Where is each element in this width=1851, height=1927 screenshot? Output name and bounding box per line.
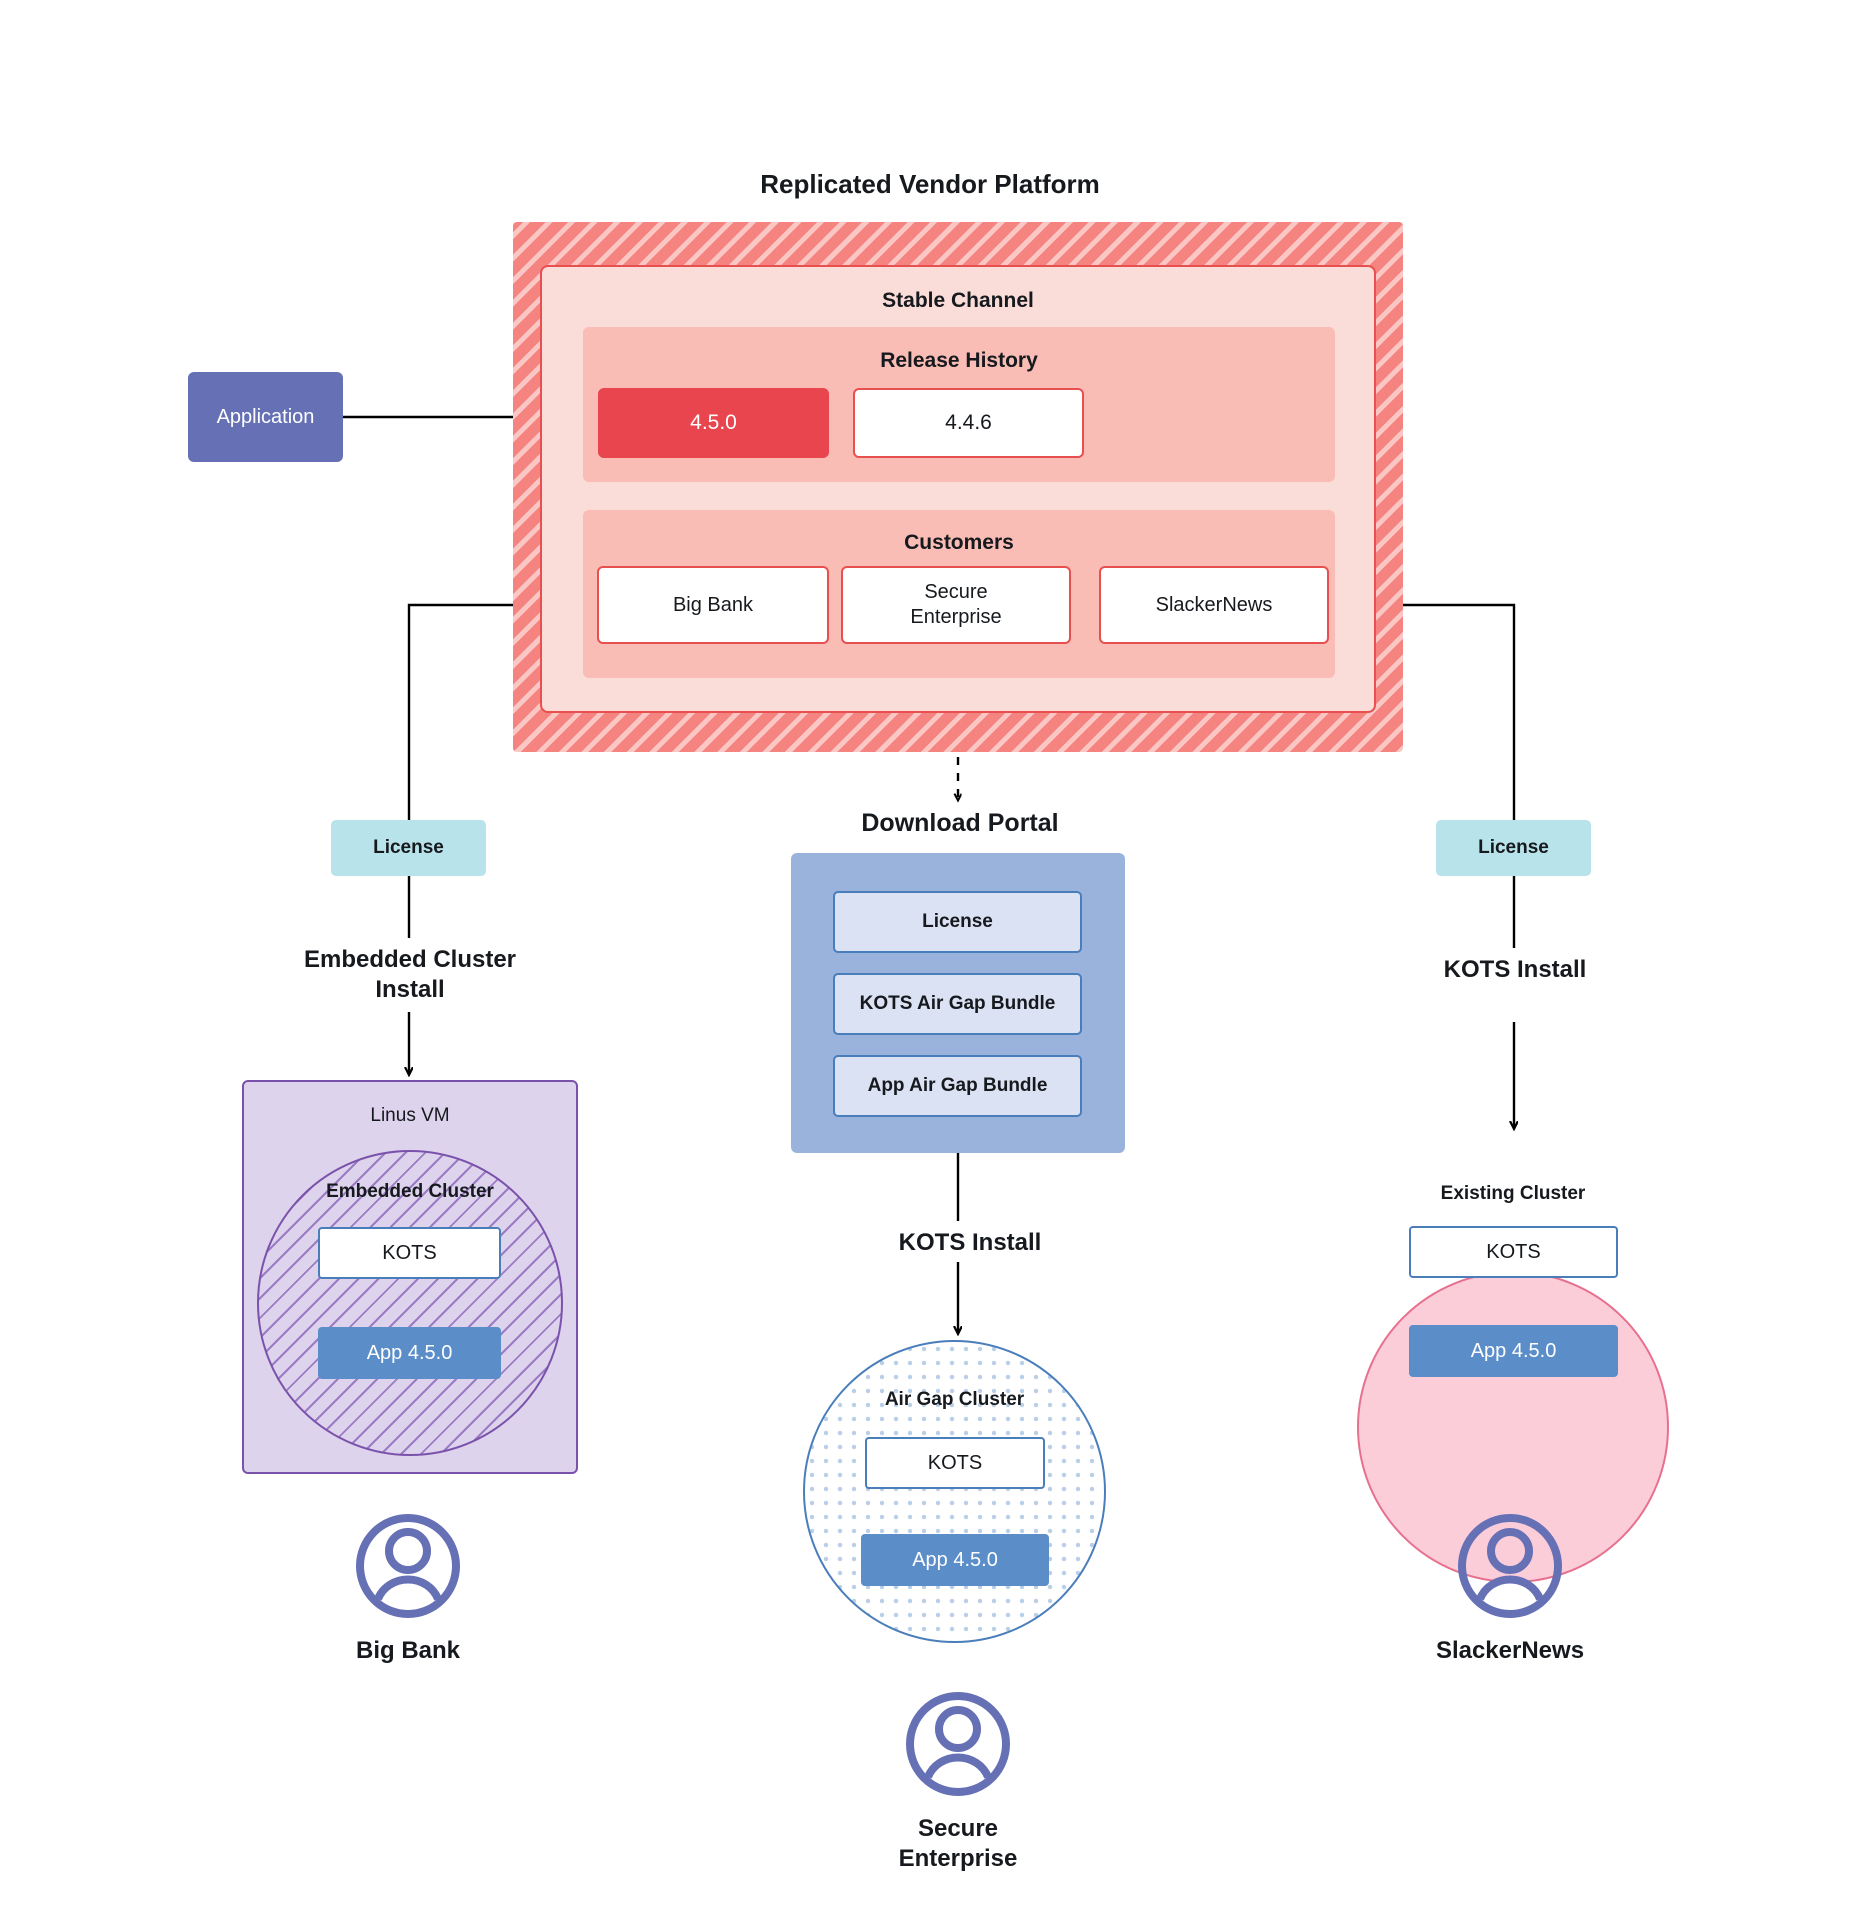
release-chip-previous[interactable]: 4.4.6 [853,388,1084,458]
download-portal-title: Download Portal [861,809,1059,837]
persona-big-bank: Big Bank [298,1512,518,1666]
flow-label-kots-install-center: KOTS Install [898,1229,1042,1256]
customer-chip-big-bank[interactable]: Big Bank [597,566,829,644]
linux-vm-title: Linus VM [370,1105,450,1126]
license-node-left[interactable]: License [331,820,486,876]
application-node[interactable]: Application [188,372,343,462]
app-node-existing[interactable]: App 4.5.0 [1409,1325,1618,1377]
kots-node-embedded[interactable]: KOTS [318,1227,501,1279]
customer-chip-slackernews[interactable]: SlackerNews [1099,566,1329,644]
embedded-cluster-container [257,1150,563,1456]
release-history-title: Release History [880,349,1038,372]
air-gap-cluster-title: Air Gap Cluster [884,1389,1025,1410]
app-node-embedded[interactable]: App 4.5.0 [318,1327,501,1379]
persona-label: Big Bank [355,1637,460,1664]
page-title: Replicated Vendor Platform [760,169,1100,199]
portal-item-kots-air-gap-bundle[interactable]: KOTS Air Gap Bundle [833,973,1082,1035]
stable-channel-title: Stable Channel [882,289,1034,312]
persona-slackernews: SlackerNews [1400,1512,1620,1666]
embedded-cluster-title: Embedded Cluster [326,1181,494,1202]
license-node-right[interactable]: License [1436,820,1591,876]
air-gap-cluster-container [803,1340,1106,1643]
user-avatar-icon [356,1514,460,1618]
user-avatar-icon [1458,1514,1562,1618]
portal-item-license[interactable]: License [833,891,1082,953]
kots-node-existing[interactable]: KOTS [1409,1226,1618,1278]
portal-item-app-air-gap-bundle[interactable]: App Air Gap Bundle [833,1055,1082,1117]
existing-cluster-title: Existing Cluster [1440,1183,1586,1204]
user-avatar-icon [906,1692,1010,1796]
release-chip-current[interactable]: 4.5.0 [598,388,829,458]
persona-label: SlackerNews [1435,1637,1585,1664]
kots-node-airgap[interactable]: KOTS [865,1437,1045,1489]
customers-title: Customers [904,531,1014,554]
flow-label-kots-install-right: KOTS Install [1443,956,1587,983]
app-node-airgap[interactable]: App 4.5.0 [861,1534,1049,1586]
